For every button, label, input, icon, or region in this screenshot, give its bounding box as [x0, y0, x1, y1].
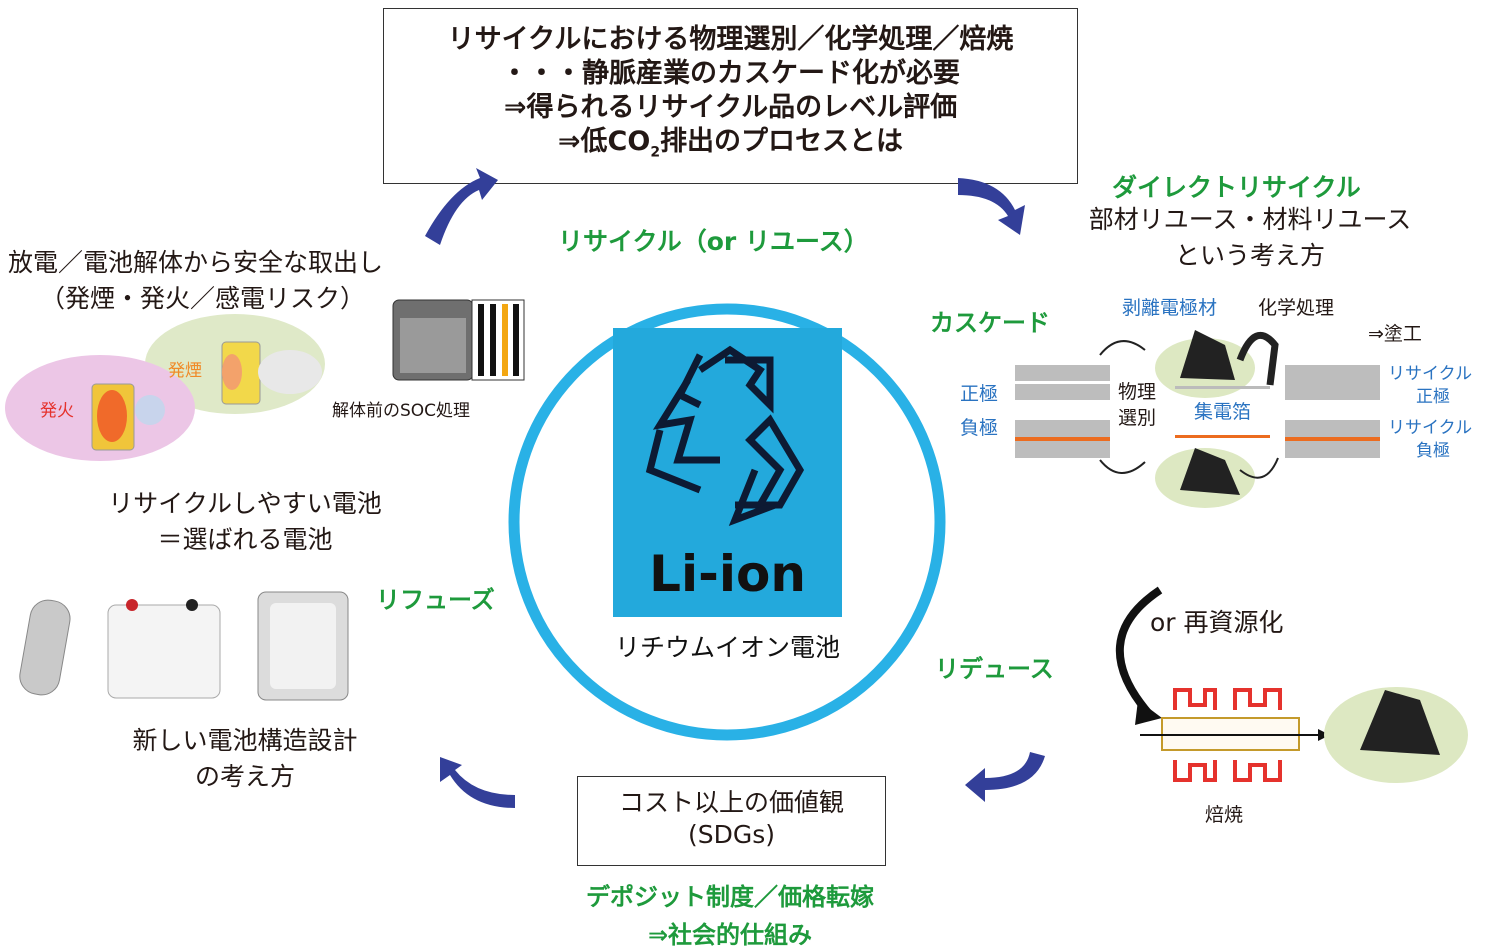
- resource-label: or 再資源化: [1150, 608, 1284, 637]
- easy-recycle-line-2: ＝選ばれる電池: [157, 525, 333, 554]
- refuse-label: リフューズ: [376, 586, 495, 614]
- recycle-icon: [645, 345, 805, 527]
- arrow-bottom-left: [440, 757, 515, 808]
- negative-label: 負極: [960, 417, 999, 439]
- rec-neg-line-2: 負極: [1416, 441, 1450, 461]
- positive-label: 正極: [960, 383, 999, 405]
- design-line-2: の考え方: [194, 762, 295, 791]
- direct-recycle-label: ダイレクトリサイクル: [1112, 173, 1361, 202]
- direct-line-1: 部材リユース・材料リユース: [1088, 205, 1412, 234]
- phys-line-2: 選別: [1118, 407, 1157, 429]
- top-line-1: リサイクルにおける物理選別／化学処理／焙焼: [447, 24, 1014, 55]
- peeled-material-bottom: [1180, 448, 1240, 495]
- top-line-2: ・・・静脈産業のカスケード化が必要: [501, 58, 960, 89]
- value-line-2: (SDGs): [687, 820, 776, 849]
- easy-recycle-line-1: リサイクルしやすい電池: [108, 489, 382, 518]
- safe-removal-line-2: （発煙・発火／感電リスク）: [40, 284, 366, 313]
- rec-pos-line-1: リサイクル: [1388, 364, 1473, 384]
- recycled-positive-stack: [1285, 365, 1380, 400]
- top-line-4: ⇒低CO2排出のプロセスとは: [384, 125, 1077, 169]
- cascade-label: カスケード: [930, 309, 1050, 337]
- design-line-1: 新しい電池構造設計: [132, 726, 358, 755]
- cascade-diagram: [1015, 330, 1380, 508]
- value-box: コスト以上の価値観 (SDGs): [577, 776, 886, 866]
- direct-line-2: という考え方: [1174, 241, 1325, 270]
- roasted-material: [1360, 690, 1440, 755]
- deposit-line-1: デポジット制度／価格転嫁: [586, 883, 874, 911]
- prismatic-cell: [107, 604, 221, 699]
- fire-label: 発火: [40, 401, 74, 421]
- cycle-arrows: [425, 168, 1045, 808]
- deposit-line-2: ⇒社会的仕組み: [647, 921, 813, 949]
- coat-label: ⇒塗工: [1368, 323, 1422, 345]
- arrow-top-left: [425, 168, 498, 245]
- top-line-4-post: 排出のプロセスとは: [660, 126, 904, 157]
- soc-label: 解体前のSOC処理: [332, 401, 471, 421]
- value-line-1: コスト以上の価値観: [618, 788, 844, 817]
- peeled-material-top: [1180, 330, 1235, 380]
- top-summary-box: リサイクルにおける物理選別／化学処理／焙焼 ・・・静脈産業のカスケード化が必要 …: [383, 8, 1078, 184]
- fire-particles: [135, 395, 165, 425]
- battery-illustrations: [19, 591, 349, 701]
- phys-line-1: 物理: [1118, 381, 1157, 403]
- cylindrical-cell: [19, 599, 71, 696]
- top-line-3: ⇒得られるリサイクル品のレベル評価: [503, 92, 958, 123]
- arrow-bottom-right: [965, 752, 1045, 802]
- rec-pos-line-2: 正極: [1416, 387, 1450, 407]
- li-ion-caption: リチウムイオン電池: [614, 633, 840, 662]
- safe-removal-line-1: 放電／電池解体から安全な取出し: [8, 248, 384, 277]
- li-ion-logo-text: Li-ion: [649, 545, 806, 603]
- roast-label: 焙焼: [1205, 804, 1244, 826]
- peel-label: 剥離電極材: [1122, 297, 1218, 319]
- roasting-diagram: [1115, 586, 1468, 783]
- chem-label: 化学処理: [1258, 297, 1335, 319]
- rec-neg-line-1: リサイクル: [1388, 418, 1473, 438]
- foil-label: 集電箔: [1194, 401, 1252, 423]
- smoke-label: 発煙: [168, 361, 202, 381]
- top-line-4-sub: 2: [650, 144, 661, 161]
- top-line-4-pre: ⇒低CO: [557, 126, 651, 157]
- recycle-label: リサイクル（or リユース）: [558, 227, 869, 256]
- arrow-top-right: [958, 178, 1025, 235]
- smoke-cloud: [258, 350, 322, 394]
- reduce-label: リデュース: [935, 655, 1054, 683]
